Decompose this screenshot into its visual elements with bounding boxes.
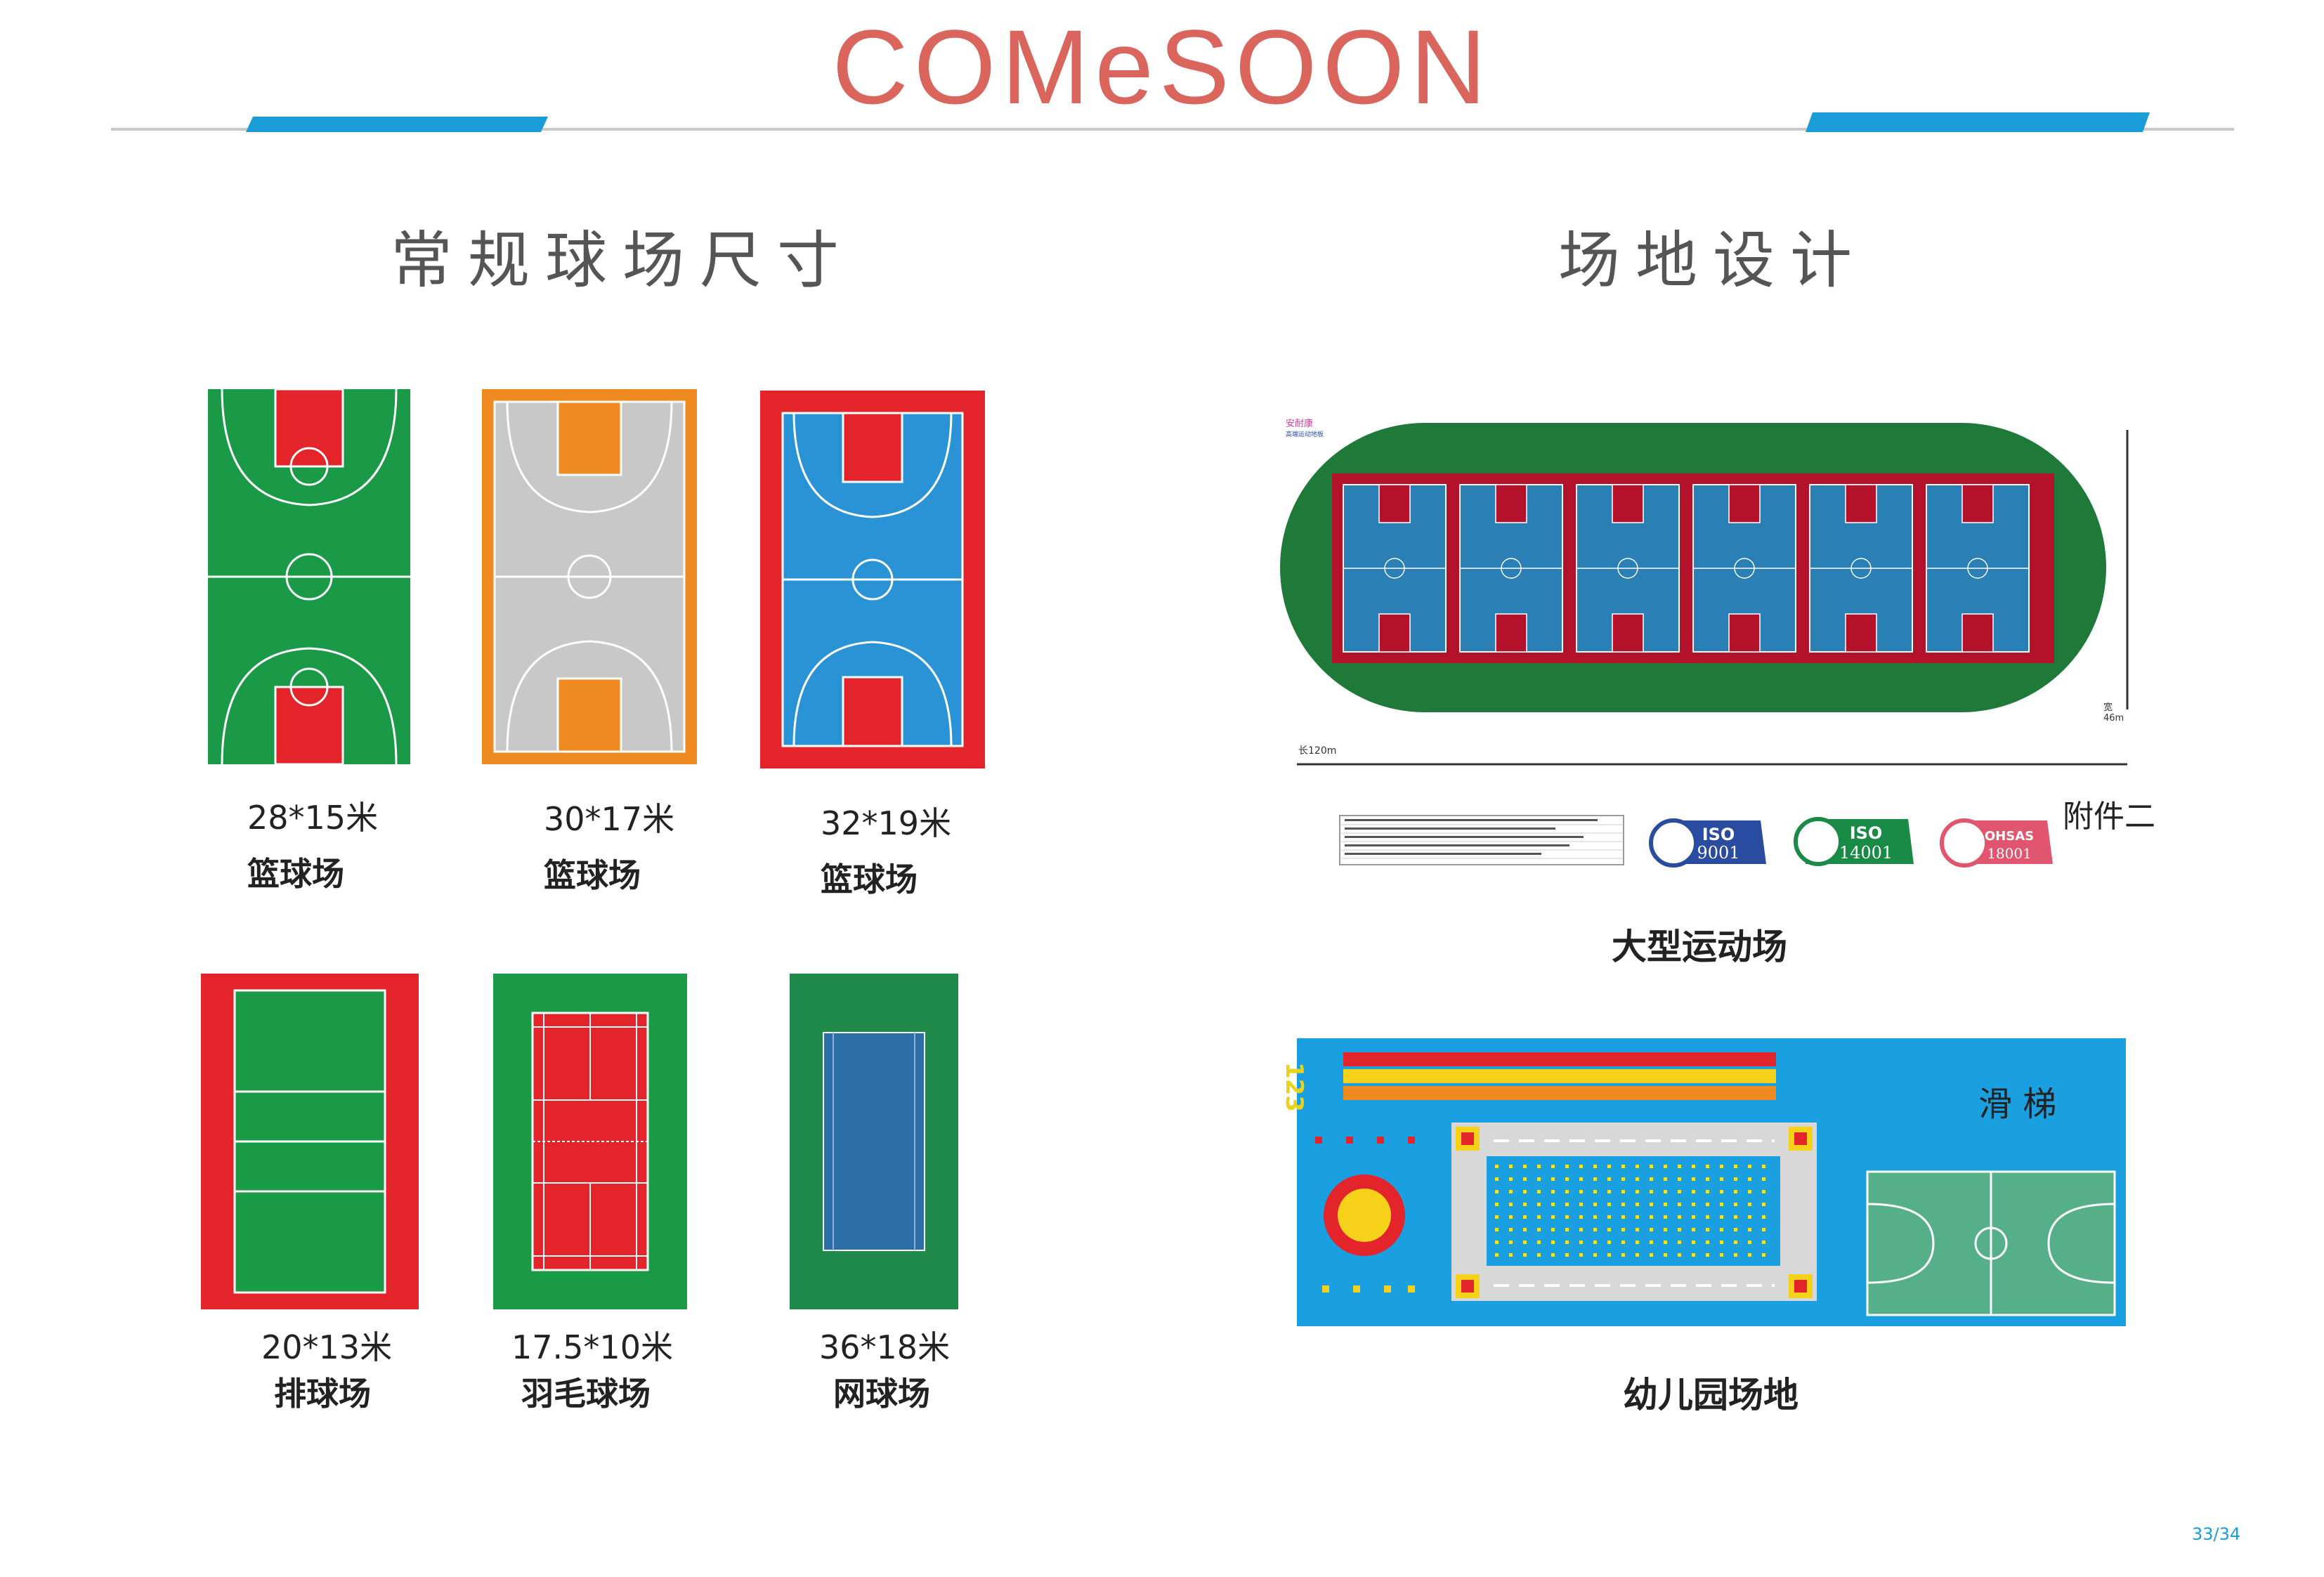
- court-size-1: 28*15米: [247, 799, 379, 837]
- svg-text:ISO: ISO: [1850, 823, 1883, 843]
- basketball-court-gray: [482, 389, 697, 764]
- tennis-court: [790, 974, 958, 1309]
- stadium-width-label: 宽 46m: [2103, 702, 2124, 724]
- brand-logo: COMeSOON: [832, 8, 1492, 126]
- kindergarten-caption: 幼儿园场地: [1623, 1375, 1799, 1415]
- cert-ohsas18001-badge: OHSAS 18001: [1940, 818, 2053, 868]
- header-rule: [111, 112, 2234, 132]
- left-section-title: 常规球场尺寸: [391, 224, 855, 296]
- page-number: 33/34: [2192, 1524, 2241, 1544]
- court-size-5: 17.5*10米: [511, 1328, 673, 1366]
- cert-iso14001-badge: ISO 14001: [1794, 817, 1914, 866]
- court-type-5: 羽毛球场: [521, 1375, 651, 1413]
- court-size-2: 30*17米: [544, 800, 675, 838]
- svg-text:OHSAS: OHSAS: [1985, 829, 2034, 844]
- svg-text:ISO: ISO: [1702, 825, 1735, 844]
- kindergarten-plan: [1297, 1038, 2126, 1326]
- svg-text:18001: 18001: [1987, 845, 2032, 862]
- stadium-corner-label: 安耐康 高端运动地板: [1286, 416, 1324, 438]
- court-size-4: 20*13米: [261, 1328, 393, 1366]
- basketball-court-green: [208, 389, 410, 764]
- attachment-label: 附件二: [2063, 799, 2155, 835]
- spec-table: [1339, 815, 1624, 865]
- court-size-3: 32*19米: [821, 804, 952, 842]
- stadium-length-label: 长120m: [1298, 745, 1337, 757]
- court-type-3: 篮球场: [821, 861, 918, 898]
- stadium-plan: [1280, 423, 2129, 766]
- stadium-brand-label: 安耐康: [1286, 419, 1314, 429]
- stadium-brand-sub: 高端运动地板: [1286, 431, 1324, 438]
- kindergarten-number-label: 123: [1280, 1062, 1308, 1112]
- cert-iso9001-badge: ISO 9001: [1649, 818, 1766, 868]
- court-type-2: 篮球场: [544, 856, 641, 894]
- stadium-caption: 大型运动场: [1612, 927, 1787, 967]
- badminton-court: [493, 974, 687, 1309]
- basketball-court-blue: [760, 391, 985, 768]
- court-type-6: 网球场: [833, 1375, 930, 1413]
- court-type-1: 篮球场: [247, 855, 344, 893]
- court-type-4: 排球场: [274, 1375, 371, 1413]
- svg-text:14001: 14001: [1839, 843, 1893, 863]
- right-section-title: 场地设计: [1558, 224, 1868, 296]
- slide-label: 滑 梯: [1978, 1085, 2057, 1124]
- court-size-6: 36*18米: [819, 1328, 951, 1366]
- svg-text:9001: 9001: [1697, 843, 1739, 863]
- volleyball-court: [201, 974, 419, 1309]
